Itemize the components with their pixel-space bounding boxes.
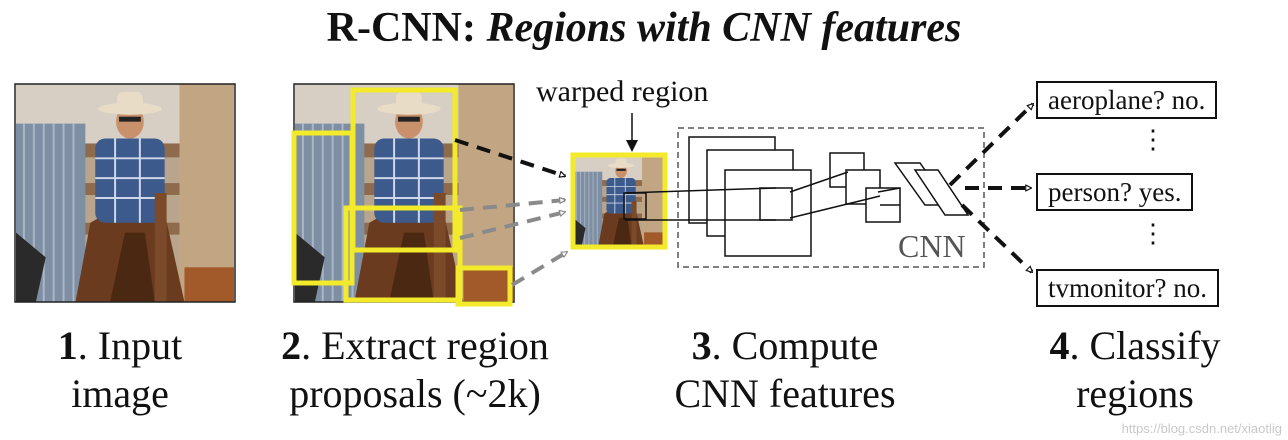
step-4-line2: regions (1076, 371, 1194, 416)
step-1-line1: . Input (77, 323, 183, 368)
vdots-upper: ⋮ (1140, 125, 1166, 154)
proposal-box-horse (343, 205, 463, 303)
step-3-line2: CNN features (674, 371, 896, 416)
cnn-label: CNN (898, 228, 966, 264)
arrow-to-aeroplane (948, 102, 1035, 187)
step-2-number: 2 (281, 323, 302, 368)
step-1-number: 1 (57, 323, 78, 368)
vdots-lower: ⋮ (1140, 219, 1166, 248)
cnn-layers (623, 136, 970, 257)
class-box-tvmonitor: tvmonitor? no. (1036, 269, 1219, 307)
class-box-person: person? yes. (1036, 173, 1194, 211)
diagram-title: R-CNN: Regions with CNN features (0, 4, 1288, 52)
step-1-caption: 1. Input image (20, 322, 220, 418)
arrow-gray-3 (510, 250, 567, 287)
arrow-dark-to-warped (454, 138, 565, 178)
step-2-line1: . Extract region (301, 323, 549, 368)
input-image (14, 83, 236, 303)
step-3-number: 3 (691, 323, 712, 368)
arrow-gray-1 (459, 200, 565, 212)
title-italic: Regions with CNN features (486, 5, 962, 51)
step-2-caption: 2. Extract region proposals (~2k) (250, 322, 580, 418)
arrow-gray-2 (459, 212, 565, 240)
step-4-number: 4 (1049, 323, 1070, 368)
step-4-line1: . Classify (1069, 323, 1221, 368)
class-box-aeroplane: aeroplane? no. (1036, 81, 1218, 119)
step-2-line2: proposals (~2k) (289, 371, 541, 416)
proposals-image (291, 83, 515, 307)
arrow-to-tvmonitor (960, 203, 1034, 274)
title-bold: R-CNN: (326, 5, 487, 51)
warped-region-label: warped region (536, 75, 709, 108)
warped-region (570, 113, 668, 250)
step-1-line2: image (71, 371, 169, 416)
proposal-box-small (455, 265, 513, 307)
step-3-caption: 3. Compute CNN features (640, 322, 930, 418)
step-4-caption: 4. Classify regions (1015, 322, 1255, 418)
class-arrows (948, 102, 1035, 274)
watermark: https://blog.csdn.net/xiaotlig (1121, 421, 1282, 436)
cnn-dashed-box (677, 127, 985, 268)
proposal-arrows (454, 138, 567, 287)
step-3-line1: . Compute (711, 323, 879, 368)
